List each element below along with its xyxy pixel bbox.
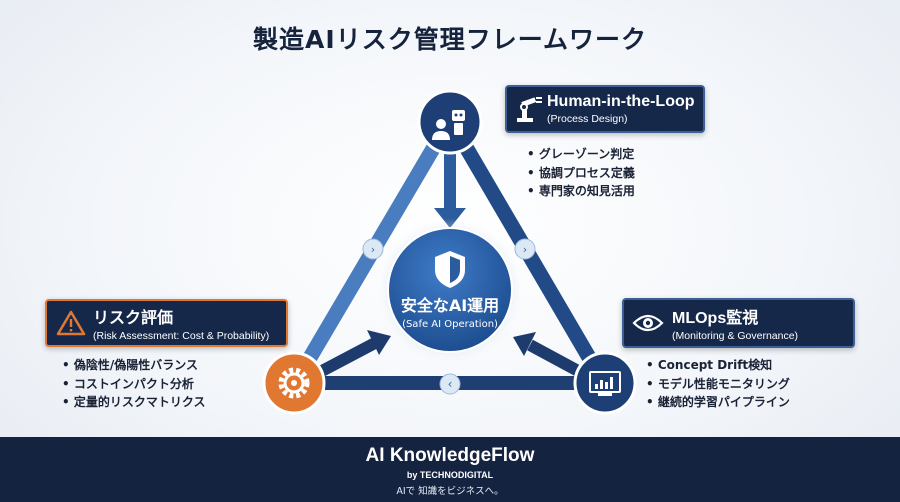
robot-arm-icon [511, 91, 547, 127]
eye-icon [630, 305, 666, 341]
svg-text:›: › [371, 243, 375, 256]
warning-icon [53, 305, 89, 341]
hitl-label-box: Human-in-the-Loop (Process Design) [505, 85, 705, 133]
hitl-title: Human-in-the-Loop [547, 93, 695, 110]
list-item: 協調プロセス定義 [527, 164, 635, 183]
list-item: グレーゾーン判定 [527, 145, 635, 164]
risk-list: 偽陰性/偽陽性バランス コストインパクト分析 定量的リスクマトリクス [62, 356, 206, 412]
gear-icon [278, 367, 310, 399]
list-item: 偽陰性/偽陽性バランス [62, 356, 206, 375]
list-item: 定量的リスクマトリクス [62, 393, 206, 412]
list-item: 継続的学習パイプライン [646, 393, 790, 412]
shield-icon [435, 251, 465, 288]
center-arrows [317, 152, 583, 378]
human-robot-icon [432, 110, 465, 140]
hitl-subtitle: (Process Design) [547, 113, 628, 125]
node-hitl [417, 89, 483, 155]
center-title: 安全なAI運用 [400, 296, 500, 315]
mlops-title: MLOps監視 [672, 310, 759, 327]
mlops-label-box: MLOps監視 (Monitoring & Governance) [622, 298, 855, 348]
page-title: 製造AIリスク管理フレームワーク [253, 25, 647, 54]
svg-text:›: › [523, 243, 527, 256]
footer-brand: AI KnowledgeFlow [365, 445, 535, 466]
risk-subtitle: (Risk Assessment: Cost & Probability) [93, 330, 270, 342]
node-mlops [573, 351, 637, 415]
center-label: 安全なAI運用 (Safe AI Operation) [380, 292, 520, 330]
footer-banner: AI KnowledgeFlow by TECHNODIGITAL AIで 知識… [0, 437, 900, 502]
hitl-list: グレーゾーン判定 協調プロセス定義 専門家の知見活用 [527, 145, 635, 201]
risk-title: リスク評価 [93, 310, 174, 327]
list-item: Concept Drift検知 [646, 356, 790, 375]
list-item: コストインパクト分析 [62, 375, 206, 394]
footer-tagline: AIで 知識をビジネスへ。 [396, 486, 504, 497]
center-subtitle: (Safe AI Operation) [402, 319, 498, 330]
list-item: 専門家の知見活用 [527, 182, 635, 201]
mlops-list: Concept Drift検知 モデル性能モニタリング 継続的学習パイプライン [646, 356, 790, 412]
monitor-chart-icon [589, 371, 621, 396]
center-circle [387, 227, 513, 353]
edge-chevrons: › › ‹ [362, 238, 536, 395]
footer-byline: by TECHNODIGITAL [406, 470, 494, 480]
svg-text:‹: ‹ [448, 377, 453, 391]
list-item: モデル性能モニタリング [646, 375, 790, 394]
risk-label-box: リスク評価 (Risk Assessment: Cost & Probabili… [45, 299, 288, 347]
node-risk [262, 351, 326, 415]
mlops-subtitle: (Monitoring & Governance) [672, 330, 799, 342]
